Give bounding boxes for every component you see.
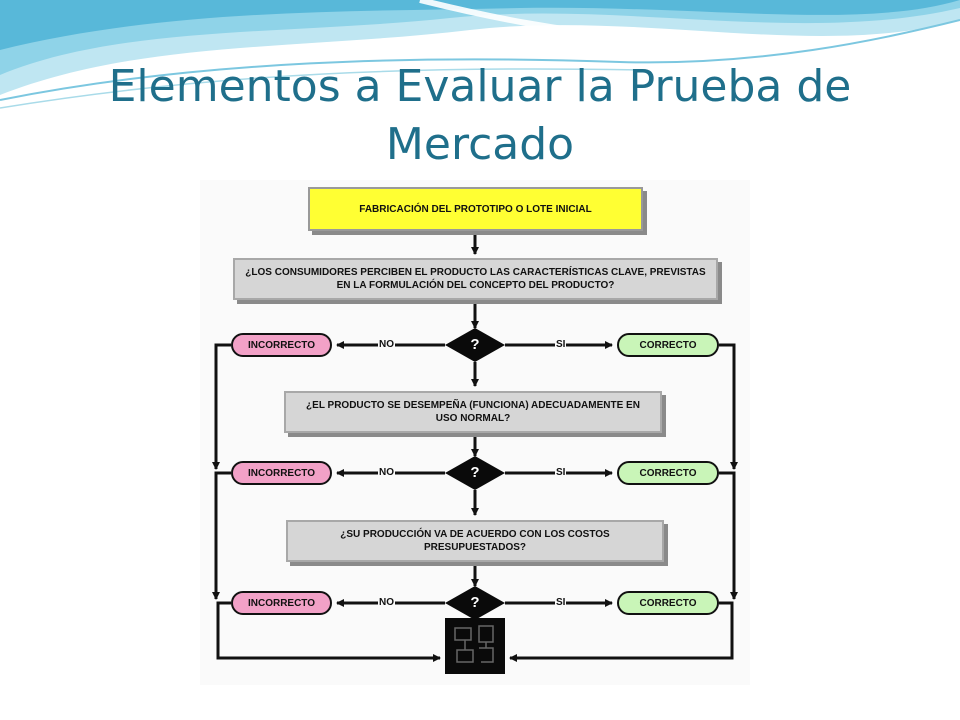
incorrect-outcome-1: INCORRECTO [231, 333, 332, 357]
question-box-3: ¿SU PRODUCCIÓN VA DE ACUERDO CON LOS COS… [286, 520, 664, 562]
si-label-3: SI [555, 597, 567, 609]
slide-title-line-2: Mercado [385, 119, 575, 170]
right-collector-2 [719, 471, 738, 600]
slide-title-line-1: Elementos a Evaluar la Prueba de [108, 61, 852, 112]
decision-symbol-2: ? [470, 464, 480, 481]
right-collector-to-end [509, 601, 734, 662]
flowchart-connectors [212, 233, 738, 662]
si-label-1: SI [555, 339, 567, 351]
correct-outcome-2: CORRECTO [617, 461, 719, 485]
correct-outcome-3: CORRECTO [617, 591, 719, 615]
end-pattern-icon [454, 625, 494, 663]
correct-outcome-1: CORRECTO [617, 333, 719, 357]
market-test-flowchart: FABRICACIÓN DEL PROTOTIPO O LOTE INICIAL… [200, 180, 750, 685]
si-label-2: SI [555, 467, 567, 479]
start-prototype-box: FABRICACIÓN DEL PROTOTIPO O LOTE INICIAL [308, 187, 643, 231]
decision-diamond-2 [445, 456, 505, 490]
question-box-1: ¿LOS CONSUMIDORES PERCIBEN EL PRODUCTO L… [233, 258, 718, 300]
no-label-3: NO [378, 597, 395, 609]
no-label-2: NO [378, 467, 395, 479]
end-result-block [445, 618, 505, 674]
left-collector-to-end [216, 601, 441, 662]
incorrect-outcome-2: INCORRECTO [231, 461, 332, 485]
right-collector-1 [719, 343, 738, 470]
left-collector-2 [212, 471, 231, 600]
no-label-1: NO [378, 339, 395, 351]
header-wave-decoration [0, 0, 960, 109]
incorrect-outcome-3: INCORRECTO [231, 591, 332, 615]
decision-symbol-1: ? [470, 336, 480, 353]
slide-title: Elementos a Evaluar la Prueba de Mercado [0, 58, 960, 174]
decision-diamond-1 [445, 328, 505, 362]
decision-symbol-3: ? [470, 594, 480, 611]
left-collector-1 [212, 343, 231, 470]
question-box-2: ¿EL PRODUCTO SE DESEMPEÑA (FUNCIONA) ADE… [284, 391, 662, 433]
decision-diamond-3 [445, 586, 505, 620]
